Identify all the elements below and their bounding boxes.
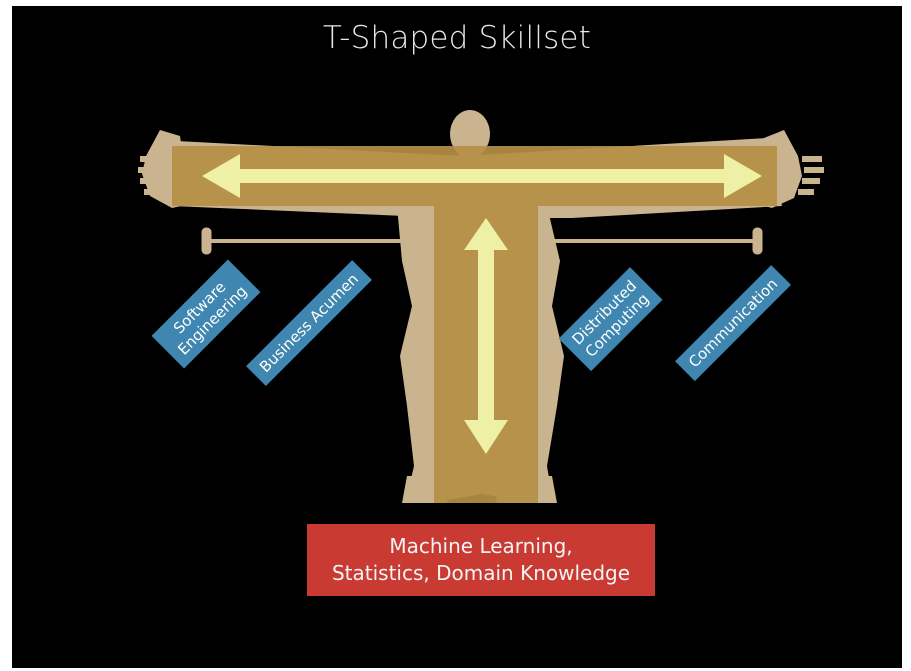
left-dumbbell [201,227,417,255]
depth-banner-line: Statistics, Domain Knowledge [331,561,631,585]
slide: T-Shaped Skillset [12,6,902,668]
t-bars [172,146,777,503]
breadth-arrow [202,154,762,198]
depth-banner: Machine Learning, Statistics, Domain Kno… [307,524,655,596]
right-dumbbell [542,227,763,255]
depth-arrow [464,218,508,454]
slide-title: T-Shaped Skillset [322,20,592,56]
t-shape-figure [138,110,824,503]
depth-banner-line: Machine Learning, [389,534,573,558]
